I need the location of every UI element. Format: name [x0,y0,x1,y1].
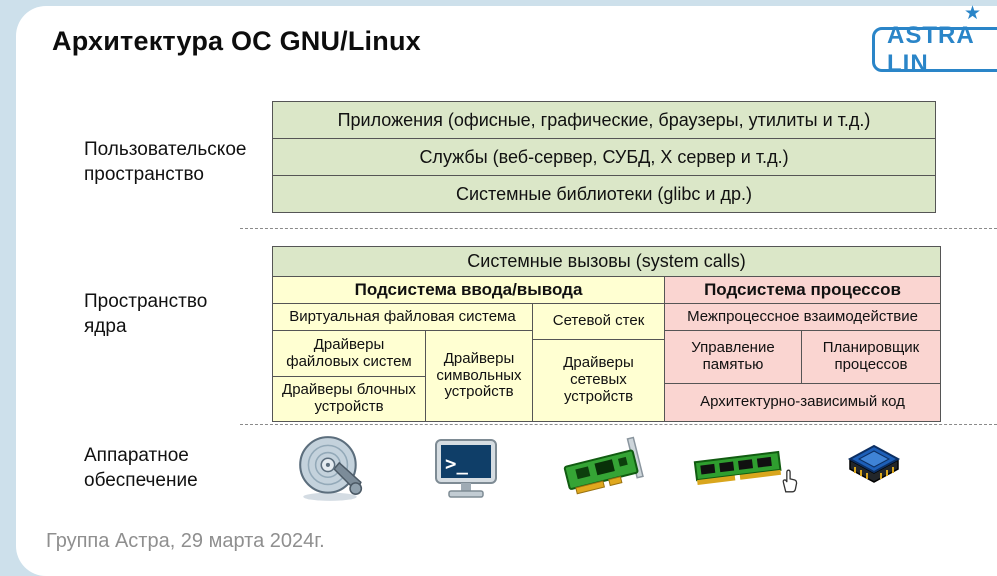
star-icon: ★ [964,3,982,24]
footer-caption: Группа Астра, 29 марта 2024г. [46,530,325,552]
svg-text:>_: >_ [445,453,468,475]
user-space-row-libraries: Системные библиотеки (glibc и др.) [273,176,935,212]
logo-text: ASTRA LIN [887,21,974,77]
cell-block-drivers: Драйверы блочных устройств [273,377,425,421]
label-kernel-space: Пространство ядра [84,291,208,337]
divider-user-kernel [240,228,997,229]
cell-net-drivers: Драйверы сетевых устройств [533,340,664,421]
label-user-space: Пользовательское пространство [84,139,247,185]
cell-memory-management: Управление памятью [665,331,801,383]
cell-ipc: Межпроцессное взаимодействие [665,304,940,330]
user-space-table: Приложения (офисные, графические, браузе… [272,101,936,213]
io-subsystem: Подсистема ввода/вывода Виртуальная файл… [273,277,664,421]
divider-kernel-hardware [240,424,997,425]
io-subsystem-header: Подсистема ввода/вывода [273,277,664,303]
process-subsystem-header: Подсистема процессов [665,277,940,303]
user-space-row-services: Службы (веб-сервер, СУБД, X сервер и т.д… [273,139,935,175]
process-subsystem: Подсистема процессов Межпроцессное взаим… [665,277,940,421]
terminal-monitor-icon: >_ [418,430,514,508]
kernel-body: Подсистема ввода/вывода Виртуальная файл… [272,277,941,422]
cell-scheduler: Планировщик процессов [802,331,940,383]
cell-arch-code: Архитектурно-зависимый код [665,384,940,421]
ram-module-icon [690,430,786,508]
cell-vfs: Виртуальная файловая система [273,304,532,330]
hardware-icons-row: >_ [282,430,922,508]
cell-char-drivers: Драйверы символьных устройств [426,331,532,421]
cell-fs-drivers: Драйверы файловых систем [273,331,425,376]
hdd-icon [282,430,378,508]
hand-cursor-icon [778,468,800,494]
cell-network-stack: Сетевой стек [533,304,664,339]
network-card-icon [554,430,650,508]
page-title: Архитектура ОС GNU/Linux [52,26,421,56]
kernel-table: Системные вызовы (system calls) Подсисте… [272,246,941,422]
cpu-chip-icon [826,430,922,508]
astra-linux-logo: ASTRA LIN [872,22,997,77]
syscalls-row: Системные вызовы (system calls) [272,246,941,277]
user-space-row-applications: Приложения (офисные, графические, браузе… [273,102,935,138]
label-hardware: Аппаратное обеспечение [84,445,198,491]
